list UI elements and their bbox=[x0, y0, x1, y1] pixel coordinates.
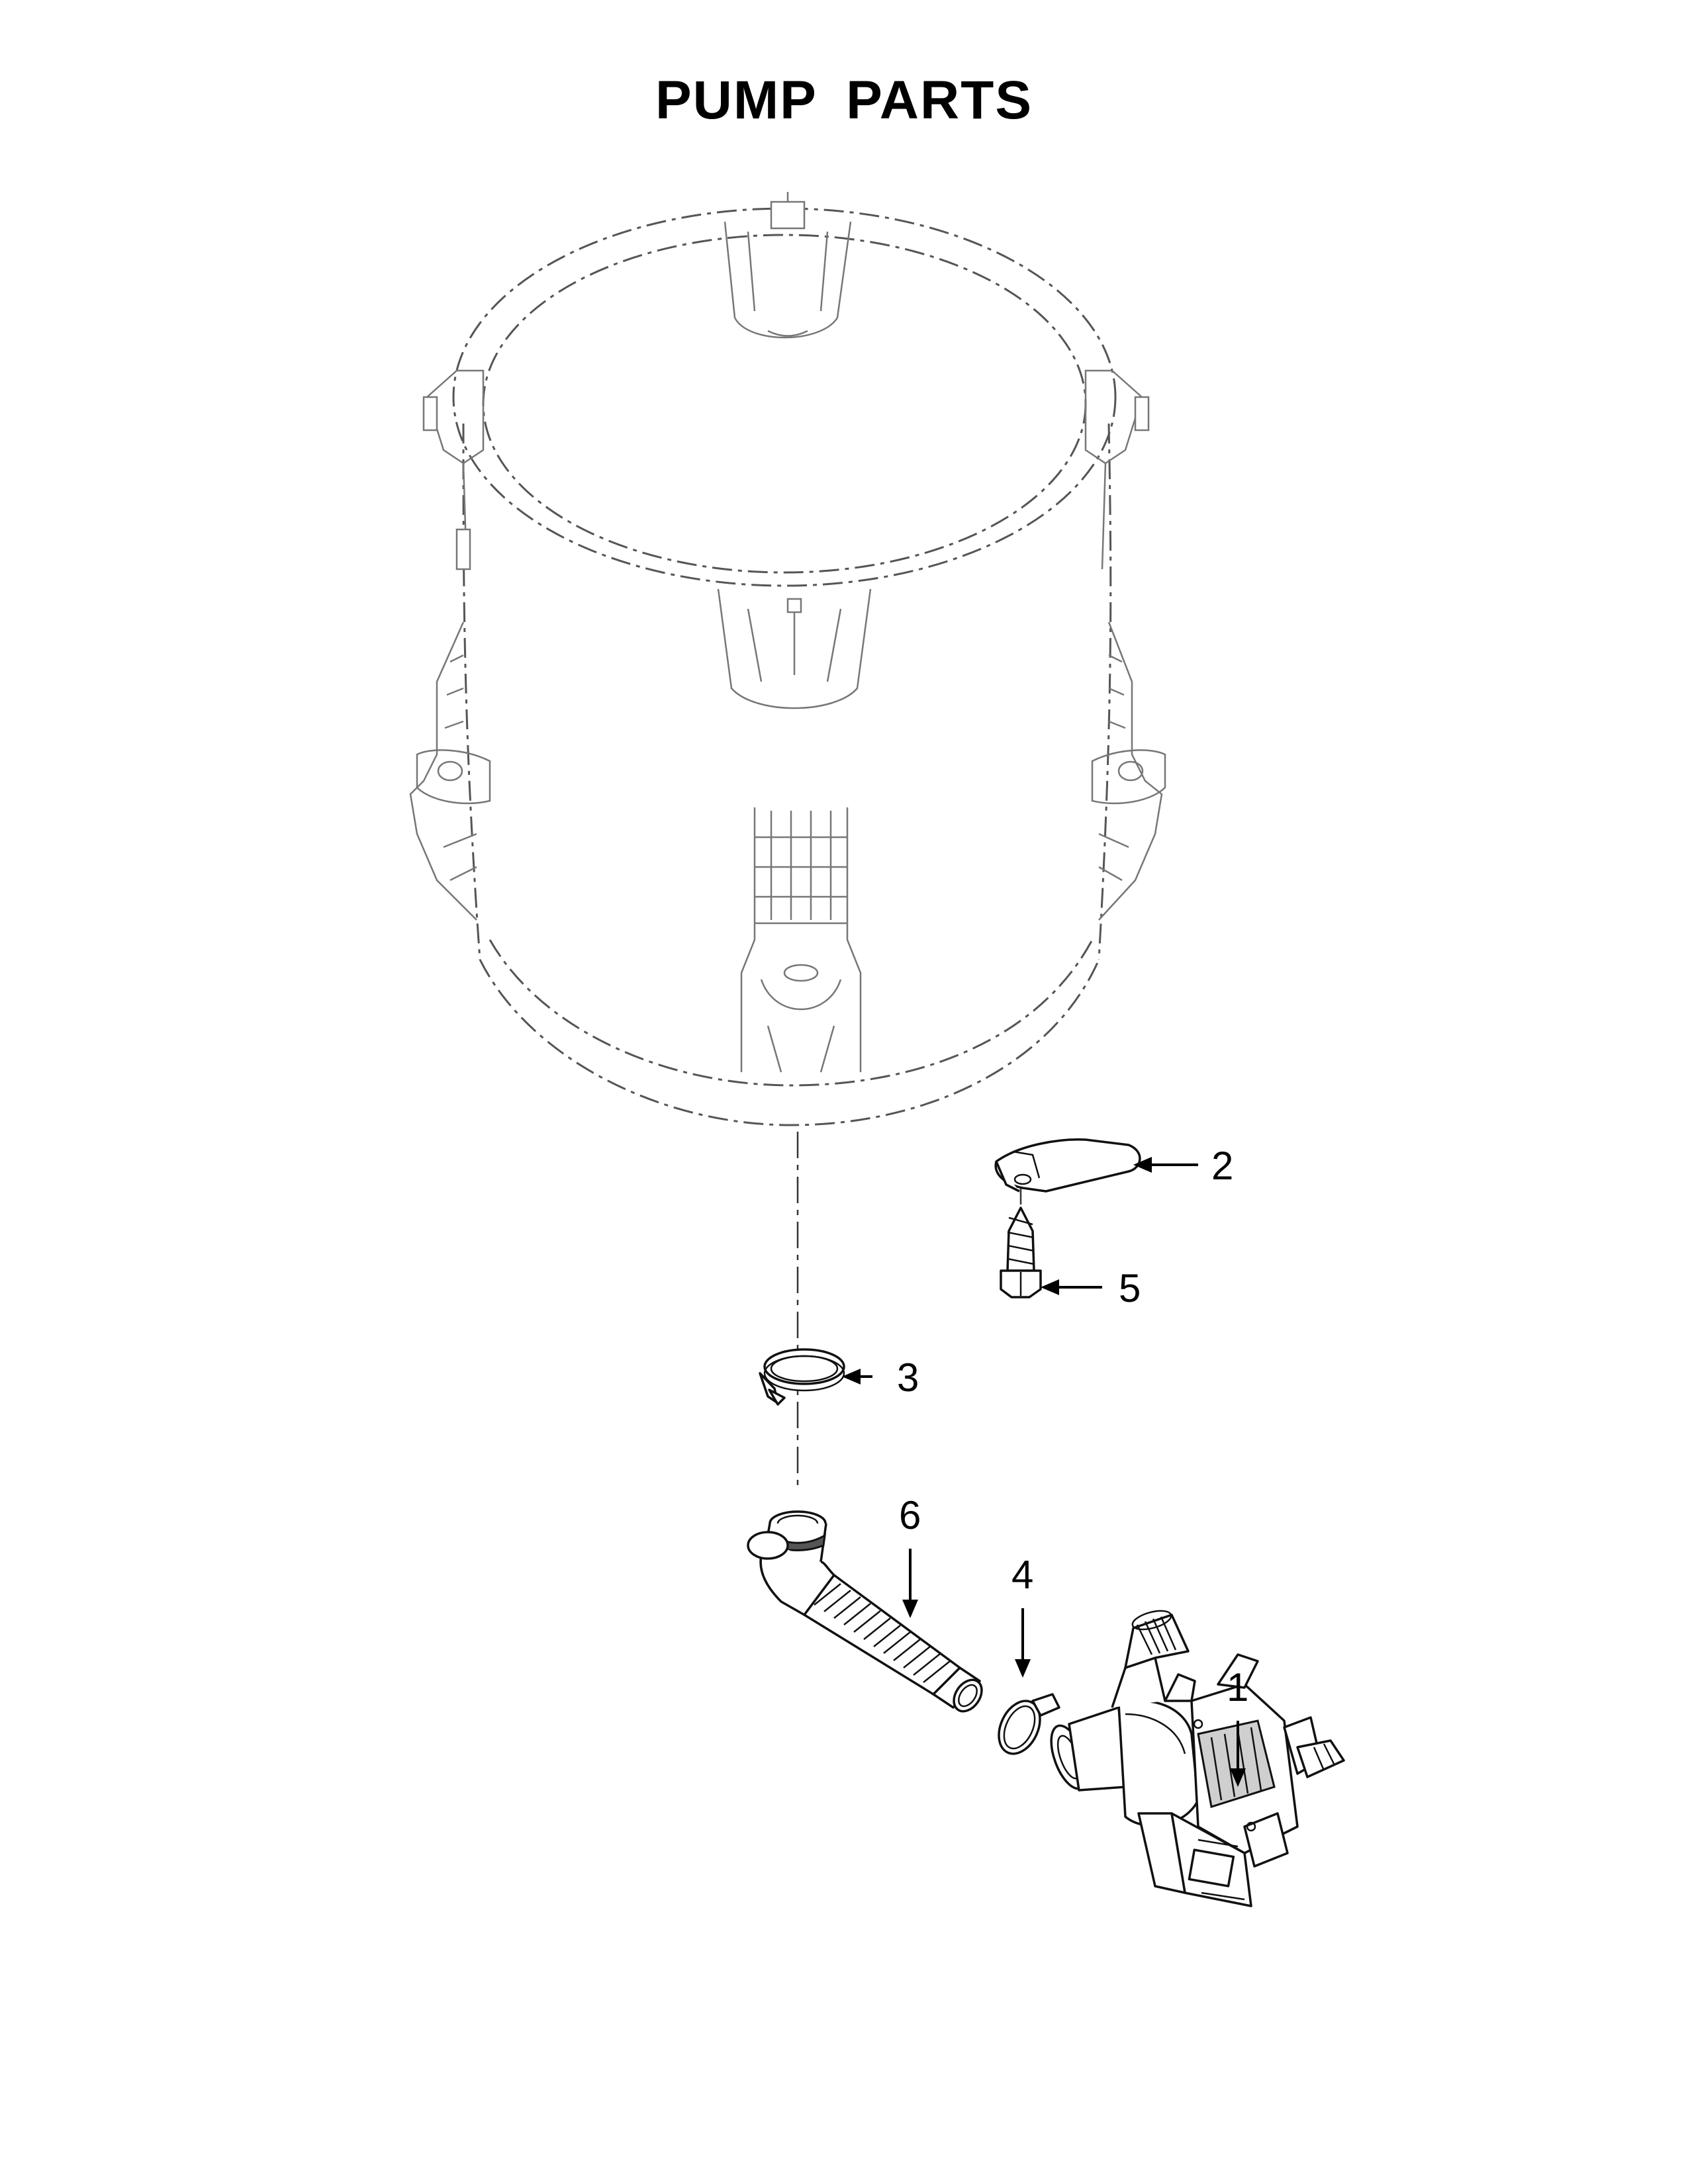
callout-6-label: 6 bbox=[899, 1493, 921, 1537]
callout-3: 3 bbox=[842, 1355, 919, 1400]
screw-part bbox=[1000, 1206, 1042, 1298]
callout-1: 1 bbox=[1227, 1665, 1248, 1787]
small-hose-clamp-part bbox=[998, 1693, 1060, 1755]
washer-tub-outline bbox=[409, 192, 1166, 1126]
pump-part bbox=[1050, 1610, 1345, 1907]
callout-5-label: 5 bbox=[1119, 1266, 1141, 1310]
callout-6: 6 bbox=[899, 1493, 921, 1618]
callout-4-label: 4 bbox=[1011, 1553, 1033, 1597]
callout-2: 2 bbox=[1133, 1144, 1233, 1188]
callout-3-label: 3 bbox=[897, 1355, 919, 1400]
callout-4: 4 bbox=[1011, 1553, 1033, 1678]
callout-1-label: 1 bbox=[1227, 1665, 1248, 1709]
callout-5: 5 bbox=[1041, 1266, 1141, 1310]
page-title: PUMP PARTS bbox=[655, 70, 1033, 130]
drain-hose-part bbox=[747, 1510, 983, 1713]
callout-2-label: 2 bbox=[1211, 1144, 1233, 1188]
large-hose-clamp-part bbox=[759, 1348, 845, 1406]
bracket-part bbox=[994, 1138, 1141, 1193]
